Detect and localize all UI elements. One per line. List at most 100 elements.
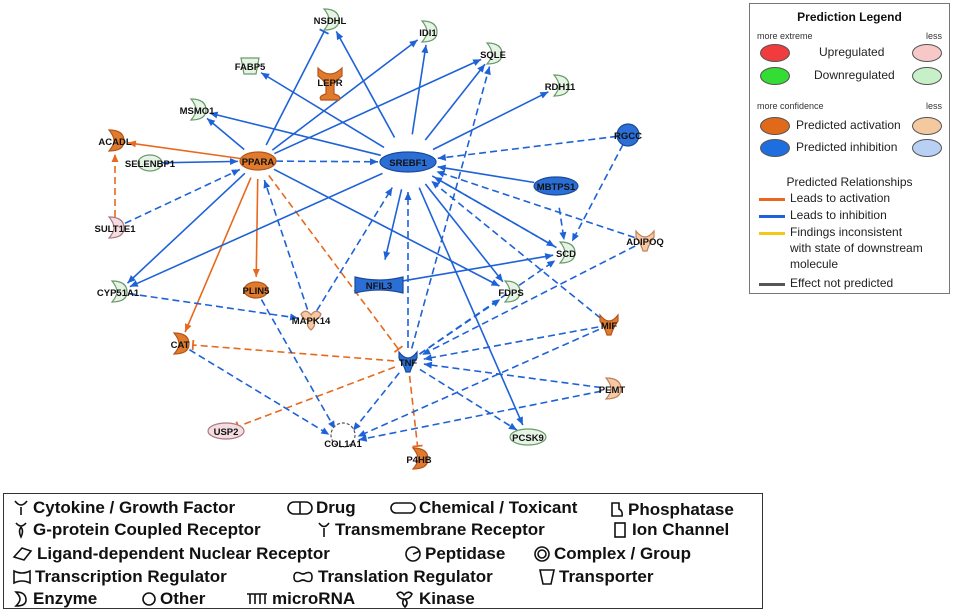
upregulated-label: Upregulated	[819, 45, 885, 59]
node-p4hb[interactable]: P4HB	[406, 447, 432, 470]
cyp51a1-shape	[110, 280, 128, 303]
edge-mif-tnf	[423, 326, 599, 362]
scd-label: SCD	[556, 249, 576, 260]
shape-legend-microrna: microRNA	[245, 589, 355, 609]
p4hb-label: P4HB	[406, 455, 431, 466]
node-plin5[interactable]: PLIN5	[243, 281, 271, 299]
lepr-shape	[317, 66, 343, 101]
shape-legend-enzyme: Enzyme	[12, 589, 97, 609]
node-lepr[interactable]: LEPR	[317, 66, 343, 101]
edge-mapk14-srebf1	[316, 187, 393, 312]
kinase-icon	[396, 591, 413, 608]
usp2-label: USP2	[214, 427, 239, 438]
edge-rgcc-scd	[571, 144, 624, 242]
mbtps1-shape	[533, 176, 579, 196]
node-cyp51a1[interactable]: CYP51A1	[97, 280, 140, 303]
node-msmo1[interactable]: MSMO1	[180, 98, 216, 121]
selenbp1-shape	[137, 154, 163, 172]
enzyme-label: Enzyme	[33, 589, 98, 608]
edge-adipoq-tnf	[421, 245, 636, 356]
node-fdps[interactable]: FDPS	[498, 280, 524, 303]
pcsk9-shape	[509, 428, 547, 446]
node-fabp5[interactable]: FABP5	[235, 57, 266, 75]
node-scd[interactable]: SCD	[556, 241, 576, 264]
more-confidence-label: more confidence	[757, 101, 824, 111]
node-mif[interactable]: MIF	[599, 313, 619, 336]
edge-mbtps1-srebf1	[437, 164, 535, 184]
translation-icon	[293, 571, 313, 583]
node-pcsk9[interactable]: PCSK9	[509, 428, 547, 446]
shape-legend-other: Other	[141, 589, 205, 609]
node-selenbp1[interactable]: SELENBP1	[125, 154, 176, 172]
shape-legend-transcription: Transcription Regulator	[12, 567, 227, 587]
node-rgcc[interactable]: RGCC	[614, 123, 642, 147]
node-tnf[interactable]: TNF	[398, 350, 418, 373]
node-adipoq[interactable]: ADIPOQ	[626, 229, 664, 252]
upregulated-light-swatch	[912, 44, 942, 62]
node-rdh11[interactable]: RDH11	[545, 74, 576, 97]
edge-srebf1-cyp51a1	[129, 172, 383, 288]
edge-cat-col1a1	[188, 349, 330, 436]
node-idi1[interactable]: IDI1	[419, 20, 438, 43]
node-mbtps1[interactable]: MBTPS1	[533, 176, 579, 196]
translation-label: Translation Regulator	[318, 567, 493, 586]
shape-legend-translation: Translation Regulator	[291, 567, 493, 587]
idi1-label: IDI1	[419, 28, 437, 39]
edge-srebf1-pcsk9	[418, 187, 524, 426]
fabp5-shape	[240, 57, 260, 75]
edge-mbtps1-scd	[558, 207, 567, 241]
scd-shape	[558, 241, 576, 264]
node-sult1e1[interactable]: SULT1E1	[94, 216, 136, 239]
phosphatase-label: Phosphatase	[628, 500, 734, 519]
nsdhl-label: NSDHL	[314, 16, 347, 27]
edge-ppara-msmo1	[206, 117, 245, 151]
node-mapk14[interactable]: MAPK14	[292, 310, 331, 331]
cat-shape	[172, 332, 190, 355]
fdps-shape	[503, 280, 521, 303]
plin5-shape	[243, 281, 269, 299]
msmo1-shape	[189, 98, 207, 121]
shape-legend-phosphatase: Phosphatase	[609, 500, 734, 520]
node-nsdhl[interactable]: NSDHL	[314, 8, 347, 31]
rgcc-shape	[616, 123, 640, 147]
shape-legend-nuclear-receptor: Ligand-dependent Nuclear Receptor	[12, 544, 330, 564]
edge-layer	[111, 28, 636, 448]
node-ppara[interactable]: PPARA	[239, 151, 277, 171]
gpcr-icon	[15, 522, 27, 539]
pemt-label: PEMT	[599, 385, 626, 396]
inhibition-light-swatch	[912, 139, 942, 157]
kinase-label: Kinase	[419, 589, 475, 608]
shape-legend-transmembrane: Transmembrane Receptor	[316, 520, 545, 540]
shape-legend-peptidase: Peptidase	[404, 544, 505, 564]
cytokine-icon	[14, 500, 28, 515]
node-nfil3[interactable]: NFIL3	[354, 276, 404, 294]
node-acadl[interactable]: ACADL	[98, 129, 132, 152]
edge-ppara-tnf	[268, 174, 403, 353]
edge-srebf1-nfil3	[383, 189, 403, 260]
activation-line-swatch	[759, 198, 785, 201]
edge-srebf1-msmo1	[209, 111, 382, 157]
shape-legend: Cytokine / Growth Factor Drug Chemical /…	[3, 493, 763, 609]
node-pemt[interactable]: PEMT	[599, 377, 626, 400]
downregulated-label: Downregulated	[814, 68, 895, 82]
leads-to-activation-label: Leads to activation	[790, 191, 891, 205]
microrna-label: microRNA	[272, 589, 356, 608]
node-sqle[interactable]: SQLE	[480, 42, 506, 65]
mapk14-label: MAPK14	[292, 316, 331, 327]
edge-ppara-plin5	[252, 178, 260, 278]
edge-ppara-cat	[184, 177, 252, 333]
node-cat[interactable]: CAT	[171, 332, 190, 355]
node-usp2[interactable]: USP2	[207, 422, 245, 440]
prediction-legend-title: Prediction Legend	[797, 10, 902, 24]
edge-srebf1-nsdhl	[335, 31, 396, 138]
edge-mif-srebf1	[430, 180, 601, 319]
findings-inconsistent-label-1: Findings inconsistent	[790, 225, 903, 239]
other-label: Other	[160, 589, 206, 608]
edge-ppara-cyp51a1	[126, 172, 246, 284]
transmembrane-icon	[318, 522, 330, 537]
node-col1a1[interactable]: COL1A1	[324, 422, 362, 450]
predicted-activation-label: Predicted activation	[796, 118, 901, 132]
srebf1-shape	[379, 151, 437, 173]
node-srebf1[interactable]: SREBF1	[379, 151, 437, 173]
